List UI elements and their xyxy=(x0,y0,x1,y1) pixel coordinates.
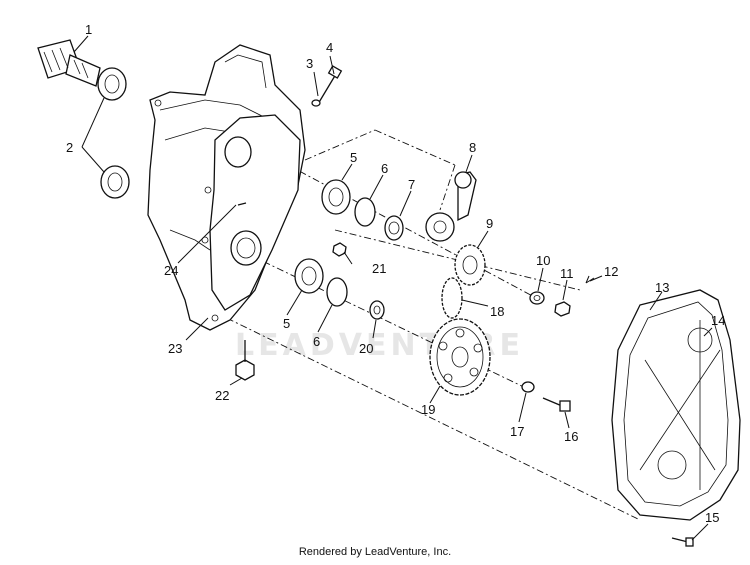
callout-6-lower: 6 xyxy=(313,334,320,349)
chaincase-housing xyxy=(147,44,306,331)
housing-hardware xyxy=(235,202,347,381)
callout-9: 9 xyxy=(486,216,493,231)
callout-18: 18 xyxy=(490,304,504,319)
leader-lines xyxy=(73,35,713,541)
callout-10: 10 xyxy=(536,253,550,268)
callout-6-upper: 6 xyxy=(381,161,388,176)
lower-bearing-set xyxy=(294,258,385,320)
callout-22: 22 xyxy=(215,388,229,403)
callout-20: 20 xyxy=(359,341,373,356)
seal-parts xyxy=(97,67,130,199)
callout-8: 8 xyxy=(469,140,476,155)
callout-11: 11 xyxy=(560,266,574,281)
callout-1: 1 xyxy=(85,22,92,37)
callout-15: 15 xyxy=(705,510,719,525)
callout-24: 24 xyxy=(164,263,178,278)
lower-sprocket xyxy=(429,318,491,396)
shaft-part xyxy=(37,39,101,87)
callout-12: 12 xyxy=(604,264,618,279)
callout-14: 14 xyxy=(711,313,725,328)
chaincase-cover xyxy=(611,289,741,521)
adjuster-bolt xyxy=(311,65,343,107)
upper-hardware xyxy=(529,275,595,317)
callout-2: 2 xyxy=(66,140,73,155)
callout-16: 16 xyxy=(564,429,578,444)
callout-4: 4 xyxy=(326,40,333,55)
callout-13: 13 xyxy=(655,280,669,295)
callout-21: 21 xyxy=(372,261,386,276)
callout-3: 3 xyxy=(306,56,313,71)
callout-19: 19 xyxy=(421,402,435,417)
footer-credit: Rendered by LeadVenture, Inc. xyxy=(298,546,452,558)
upper-bearing-set xyxy=(321,179,404,241)
callout-5-lower: 5 xyxy=(283,316,290,331)
tensioner-arm xyxy=(425,171,477,242)
callouts: 1 2 3 4 5 5 6 6 7 8 9 10 11 12 13 14 15 … xyxy=(66,22,725,525)
upper-sprocket xyxy=(441,244,486,319)
callout-5-upper: 5 xyxy=(350,150,357,165)
cover-bolt xyxy=(671,537,694,547)
lower-hardware xyxy=(521,381,571,412)
callout-17: 17 xyxy=(510,424,524,439)
callout-23: 23 xyxy=(168,341,182,356)
callout-7: 7 xyxy=(408,177,415,192)
